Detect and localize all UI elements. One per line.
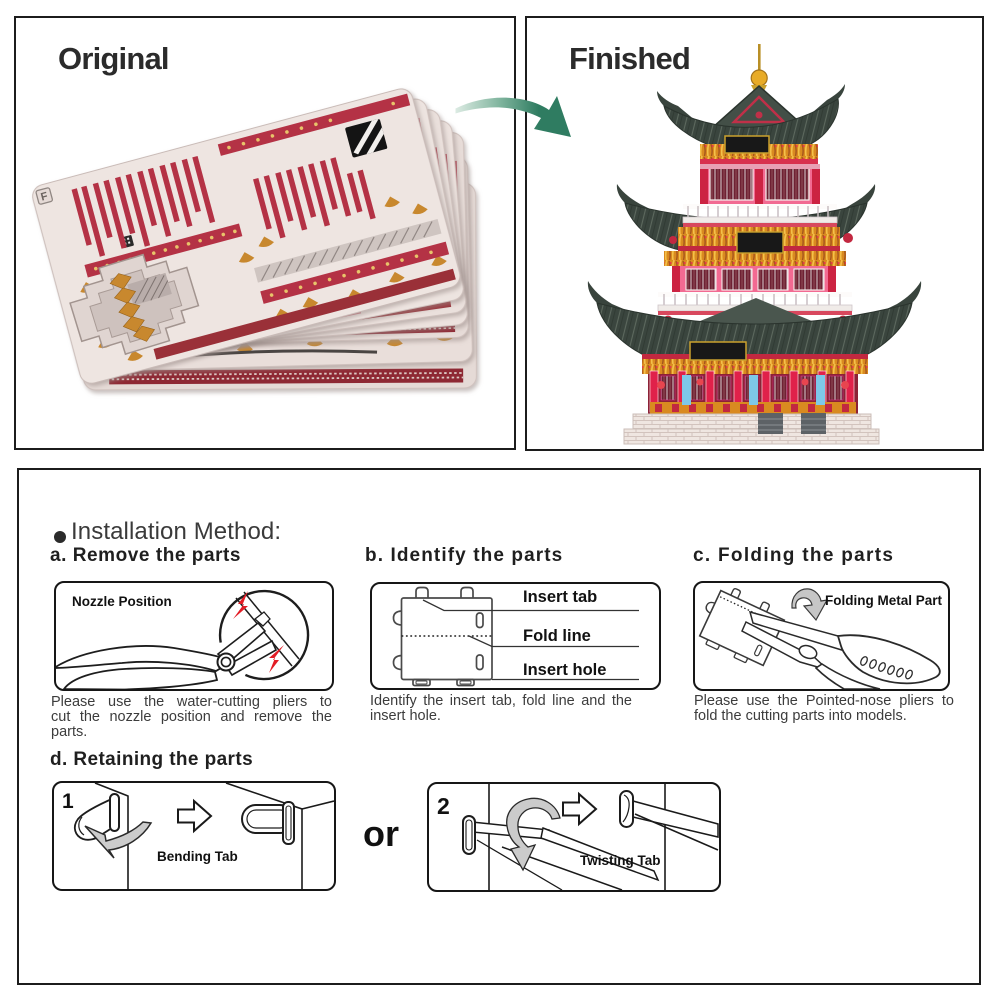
svg-text:2: 2	[437, 793, 450, 819]
svg-text:F: F	[40, 190, 50, 203]
